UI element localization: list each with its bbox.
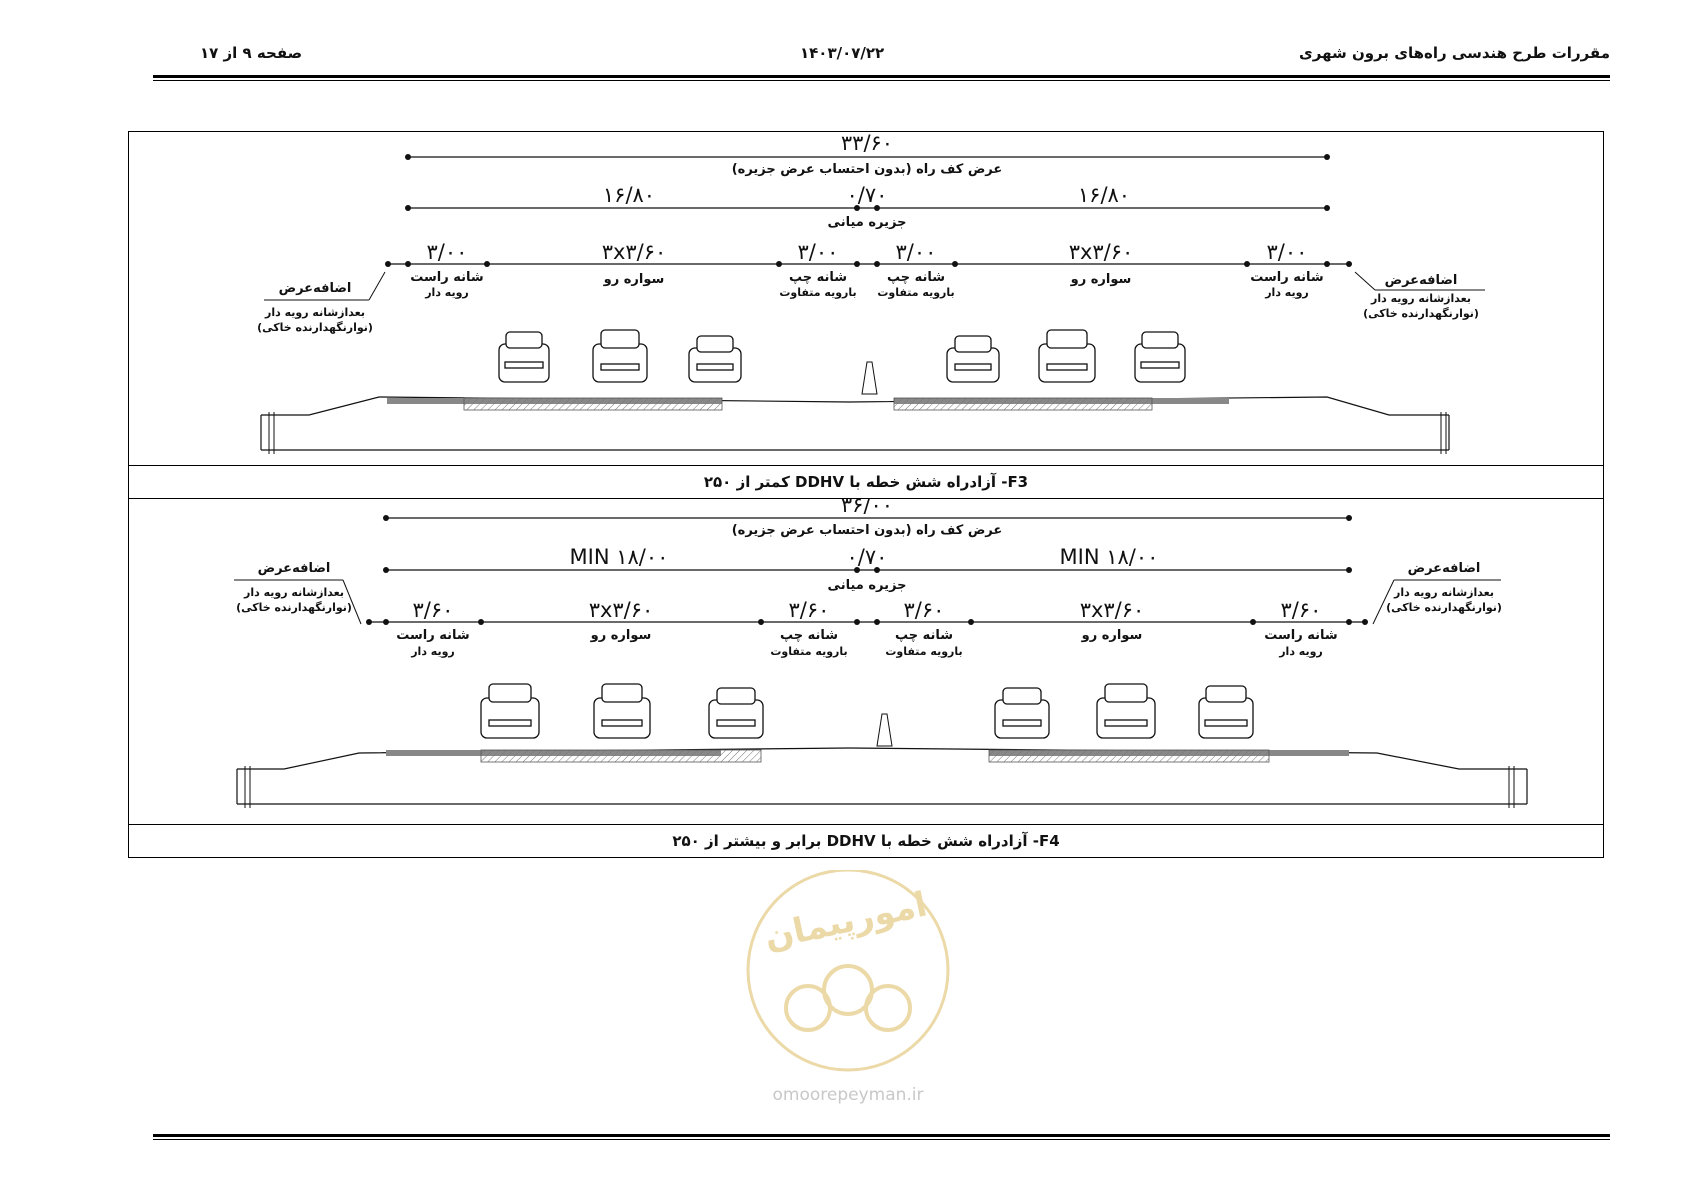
f3-extra-line2-left: (نوارنگهدارنده خاکی) (257, 321, 373, 334)
f3-left-shoulder-width-2: ۳/۰۰ (896, 240, 937, 264)
car-icon (946, 335, 1000, 383)
f3-half-right: ۱۶/۸۰ (1078, 183, 1130, 207)
car-icon (688, 335, 742, 383)
f4-extra-line1-left: بعدازشانه رویه دار (243, 586, 344, 599)
f4-extra-line2-right: (نوارنگهدارنده خاکی) (1386, 601, 1502, 614)
car-icon (1134, 331, 1186, 383)
f3-lanes-label: سواره رو (603, 272, 665, 287)
f3-lanes-label-2: سواره رو (1070, 272, 1132, 287)
f3-extra-line1-right: بعدازشانه رویه دار (1370, 292, 1471, 305)
f3-extra-title-left: اضافه‌عرض (279, 281, 352, 296)
f4-extra-title-right: اضافه‌عرض (1408, 561, 1481, 576)
f4-left-shoulder-label-2: شانه چپ (895, 628, 953, 643)
figure-f3-caption: F3- آزادراه شش خطه با DDHV کمتر از ۲۵۰ (128, 465, 1604, 499)
car-icon (994, 687, 1050, 739)
f4-left-shoulder-width-2: ۳/۶۰ (904, 598, 945, 622)
f3-median-label: جزیره میانی (828, 215, 907, 230)
car-icon (592, 329, 648, 383)
f3-left-shoulder-sub: بارویه متفاوت (779, 286, 856, 299)
f4-half-right: MIN ۱۸/۰۰ (1060, 545, 1159, 569)
car-icon (1198, 685, 1254, 739)
f4-total-width: ۳۶/۰۰ (841, 498, 893, 517)
f4-left-shoulder-sub-2: بارویه متفاوت (885, 645, 962, 658)
f3-right-shoulder-sub: رویه دار (424, 286, 469, 299)
f4-extra-line1-right: بعدازشانه رویه دار (1393, 586, 1494, 599)
f3-left-shoulder-width: ۳/۰۰ (798, 240, 839, 264)
f4-left-shoulder-width: ۳/۶۰ (789, 598, 830, 622)
f3-lanes-width-2: ۳x۳/۶۰ (1069, 240, 1134, 264)
footer-rule-thin (153, 1139, 1610, 1140)
car-icon (708, 687, 764, 739)
header-rule-thick (153, 75, 1610, 78)
document-date: ۱۴۰۳/۰۷/۲۲ (800, 44, 885, 62)
f4-right-shoulder-label-2: شانه راست (1264, 628, 1337, 643)
figure-f3-drawing: ۳۳/۶۰ عرض کف راه (بدون احتساب عرض جزیره)… (257, 131, 1485, 454)
f3-total-width: ۳۳/۶۰ (841, 132, 893, 155)
f4-lanes-label-2: سواره رو (1081, 628, 1143, 643)
page-number: صفحه ۹ از ۱۷ (200, 44, 303, 62)
footer-rule-thick (153, 1134, 1610, 1137)
f3-lanes-width: ۳x۳/۶۰ (602, 240, 667, 264)
f4-right-shoulder-sub: رویه دار (410, 645, 455, 658)
f4-cars (480, 683, 1254, 739)
document-title: مقررات طرح هندسی راه‌های برون شهری (1299, 44, 1610, 62)
f4-right-shoulder-label: شانه راست (396, 628, 469, 643)
f3-extra-line2-right: (نوارنگهدارنده خاکی) (1363, 307, 1479, 320)
header-rule-thin (153, 80, 1610, 81)
f4-lanes-width: ۳x۳/۶۰ (589, 598, 654, 622)
watermark-logo-text: امورپیمان (761, 885, 931, 958)
f3-right-shoulder-sub-2: رویه دار (1264, 286, 1309, 299)
f4-right-shoulder-width: ۳/۶۰ (413, 598, 454, 622)
f3-right-shoulder-label-2: شانه راست (1250, 270, 1323, 285)
watermark-site: omoorepeyman.ir (772, 1085, 923, 1105)
f4-median-label: جزیره میانی (828, 578, 907, 593)
f3-half-left: ۱۶/۸۰ (603, 183, 655, 207)
f4-lanes-label: سواره رو (590, 628, 652, 643)
f3-median-width: ۰/۷۰ (847, 183, 888, 207)
f3-total-label: عرض کف راه (بدون احتساب عرض جزیره) (732, 162, 1003, 177)
figure-f3-frame: ۳۳/۶۰ عرض کف راه (بدون احتساب عرض جزیره)… (128, 131, 1604, 466)
f4-lanes-width-2: ۳x۳/۶۰ (1080, 598, 1145, 622)
gear-icon (864, 984, 912, 1032)
figure-f4-frame: ۳۶/۰۰ عرض کف راه (بدون احتساب عرض جزیره)… (128, 493, 1604, 825)
car-icon (593, 683, 651, 739)
gear-icon (822, 964, 874, 1016)
f4-median-width: ۰/۷۰ (847, 545, 888, 569)
f4-extra-title-left: اضافه‌عرض (258, 561, 331, 576)
f3-right-shoulder-width: ۳/۰۰ (427, 240, 468, 264)
f3-left-shoulder-sub-2: بارویه متفاوت (877, 286, 954, 299)
f3-extra-line1-left: بعدازشانه رویه دار (264, 306, 365, 319)
f4-left-shoulder-label: شانه چپ (780, 628, 838, 643)
f3-left-shoulder-label-2: شانه چپ (887, 270, 945, 285)
watermark: امورپیمان omoorepeyman.ir (738, 868, 958, 1110)
f3-right-shoulder-label: شانه راست (410, 270, 483, 285)
f4-road-section (236, 713, 1528, 808)
f4-total-label: عرض کف راه (بدون احتساب عرض جزیره) (732, 523, 1003, 538)
f4-right-shoulder-width-2: ۳/۶۰ (1281, 598, 1322, 622)
car-icon (1038, 329, 1096, 383)
f4-extra-line2-left: (نوارنگهدارنده خاکی) (236, 601, 352, 614)
car-icon (1096, 683, 1156, 739)
f3-cars (498, 329, 1186, 383)
f3-road-section (260, 361, 1450, 454)
f4-right-shoulder-sub-2: رویه دار (1278, 645, 1323, 658)
f4-half-left: MIN ۱۸/۰۰ (570, 545, 669, 569)
car-icon (480, 683, 540, 739)
f4-left-shoulder-sub: بارویه متفاوت (770, 645, 847, 658)
figure-f4-drawing: ۳۶/۰۰ عرض کف راه (بدون احتساب عرض جزیره)… (234, 493, 1528, 808)
figure-f4-caption: F4- آزادراه شش خطه با DDHV برابر و بیشتر… (128, 824, 1604, 858)
f3-left-shoulder-label: شانه چپ (789, 270, 847, 285)
car-icon (498, 331, 550, 383)
watermark-ring (746, 868, 950, 1072)
f3-extra-title-right: اضافه‌عرض (1385, 273, 1458, 288)
f3-right-shoulder-width-2: ۳/۰۰ (1267, 240, 1308, 264)
